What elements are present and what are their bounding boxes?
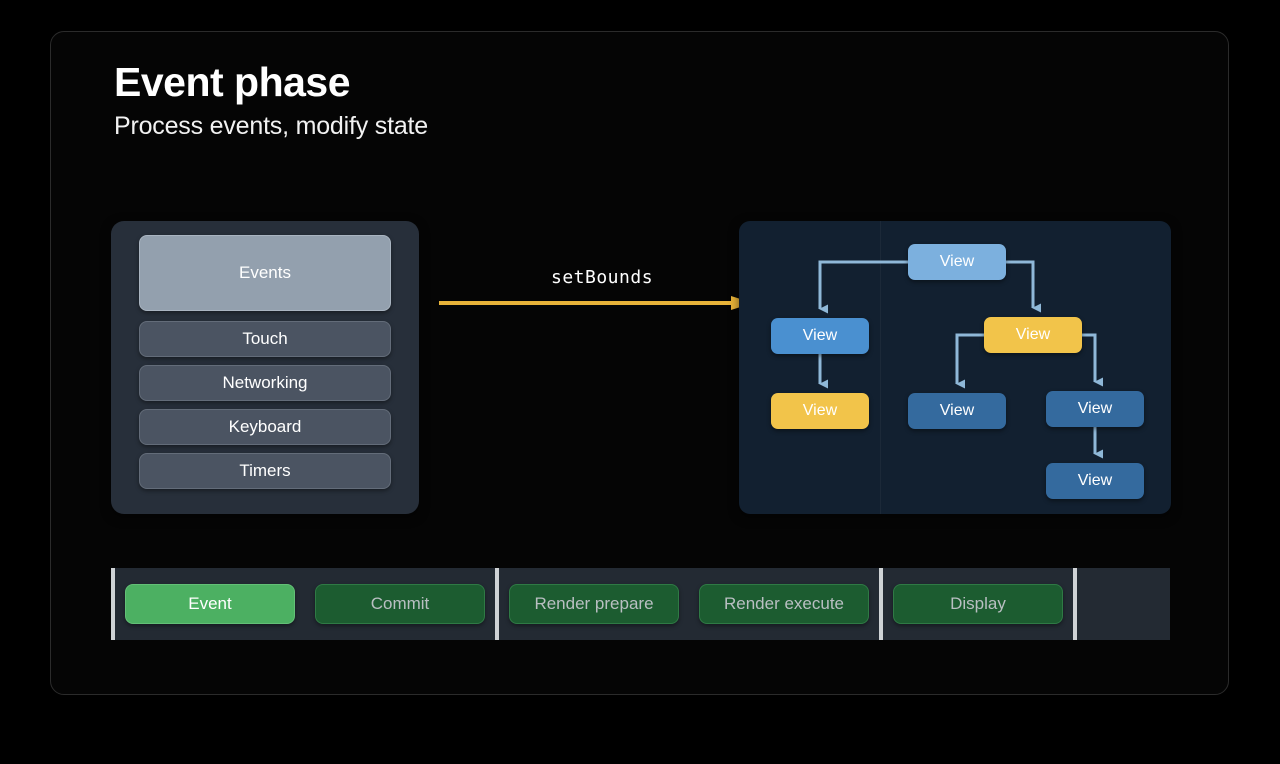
pipeline-stage-render-prepare[interactable]: Render prepare xyxy=(509,584,679,624)
tree-column-divider xyxy=(880,221,881,514)
event-item-keyboard[interactable]: Keyboard xyxy=(139,409,391,445)
pipeline-divider xyxy=(1073,568,1077,640)
page-subtitle: Process events, modify state xyxy=(114,112,428,141)
view-tree-connectors xyxy=(818,260,1103,459)
pipeline-group-1: Render prepare Render execute xyxy=(499,568,879,640)
view-node-label: View xyxy=(1015,326,1051,343)
slide-card: Event phase Process events, modify state… xyxy=(50,31,1229,695)
pipeline-stage-display[interactable]: Display xyxy=(893,584,1063,624)
pipeline-stage-label: Render execute xyxy=(723,594,845,613)
view-node-r1[interactable]: View xyxy=(984,317,1082,353)
event-item-networking[interactable]: Networking xyxy=(139,365,391,401)
pipeline-stage-label: Display xyxy=(950,594,1006,613)
event-item-label: Keyboard xyxy=(228,417,302,436)
view-node-r3[interactable]: View xyxy=(1046,463,1144,499)
pipeline-divider xyxy=(879,568,883,640)
pipeline-stage-commit[interactable]: Commit xyxy=(315,584,485,624)
view-node-label: View xyxy=(939,402,975,419)
view-node-label: View xyxy=(1077,400,1113,417)
pipeline-divider xyxy=(111,568,115,640)
event-item-timers[interactable]: Timers xyxy=(139,453,391,489)
view-node-label: View xyxy=(802,402,838,419)
view-node-root[interactable]: View xyxy=(908,244,1006,280)
setbounds-label: setBounds xyxy=(551,267,654,288)
pipeline-group-0: Event Commit xyxy=(115,568,495,640)
view-node-l2[interactable]: View xyxy=(771,393,869,429)
view-node-r2a[interactable]: View xyxy=(908,393,1006,429)
slide-header: Event phase Process events, modify state xyxy=(114,59,428,141)
setbounds-arrow-icon xyxy=(439,296,753,310)
pipeline-divider xyxy=(495,568,499,640)
view-node-label: View xyxy=(1077,472,1113,489)
page-title: Event phase xyxy=(114,59,351,105)
pipeline-stage-render-execute[interactable]: Render execute xyxy=(699,584,869,624)
event-item-label: Events xyxy=(239,263,291,282)
pipeline-stage-label: Render prepare xyxy=(534,594,654,613)
pipeline-stage-label: Commit xyxy=(370,594,430,613)
pipeline-stage-label: Event xyxy=(188,594,232,613)
pipeline-group-2: Display xyxy=(883,568,1073,640)
view-node-r2b[interactable]: View xyxy=(1046,391,1144,427)
pipeline-stage-event[interactable]: Event xyxy=(125,584,295,624)
event-item-label: Networking xyxy=(222,373,308,392)
view-node-label: View xyxy=(802,327,838,344)
event-item-label: Touch xyxy=(242,329,288,348)
event-item-label: Timers xyxy=(239,461,291,480)
event-item-events[interactable]: Events xyxy=(139,235,391,311)
frame-pipeline: Event Commit Render prepare Render execute D… xyxy=(111,568,1170,640)
view-node-label: View xyxy=(939,253,975,270)
view-node-l1[interactable]: View xyxy=(771,318,869,354)
event-item-touch[interactable]: Touch xyxy=(139,321,391,357)
